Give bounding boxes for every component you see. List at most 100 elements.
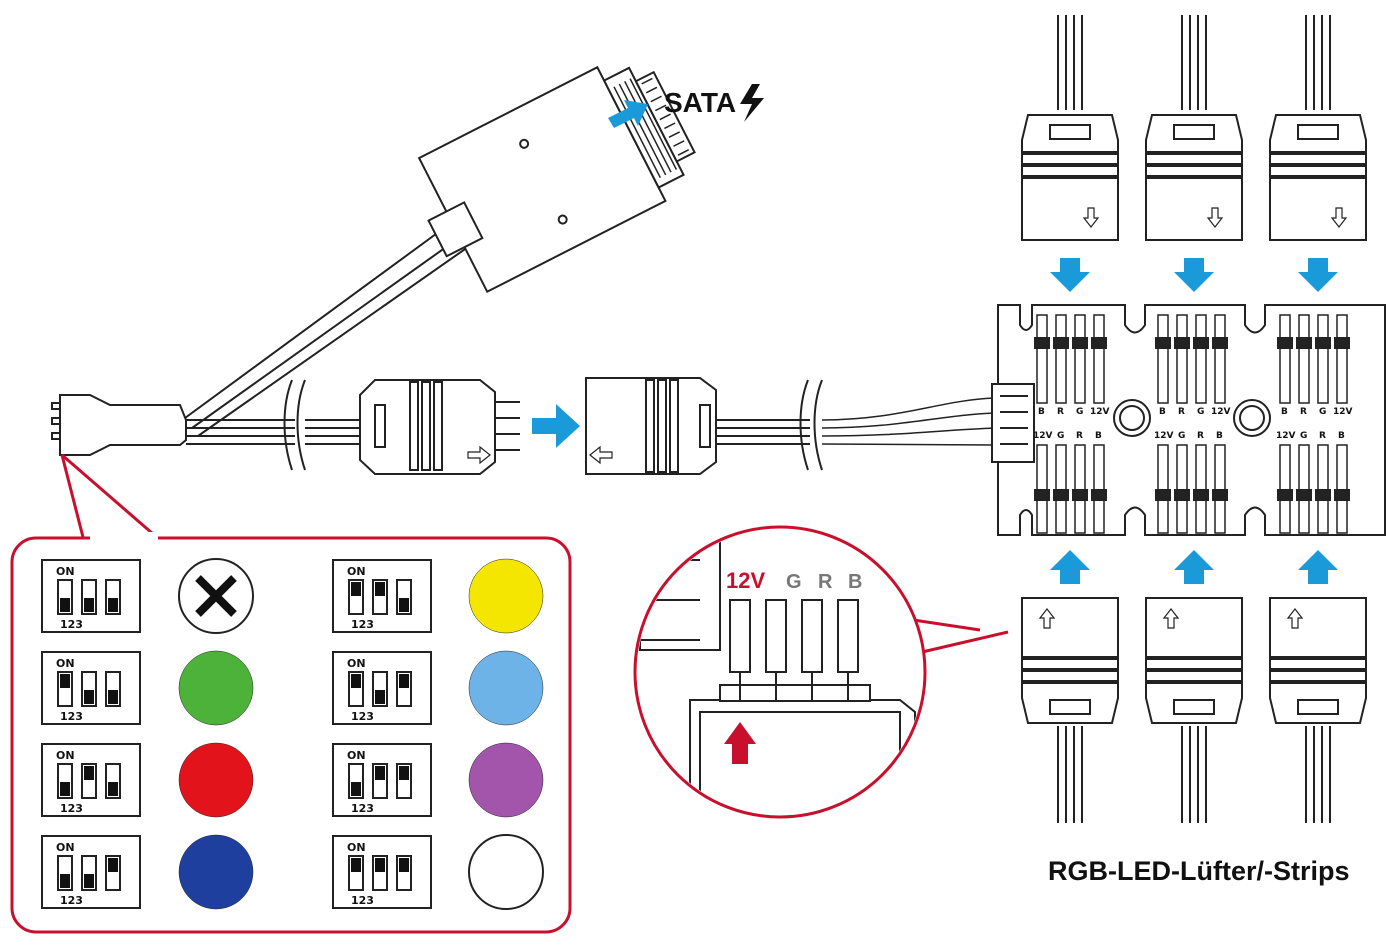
rgb-fans-label: RGB-LED-Lüfter/-Strips xyxy=(1048,856,1349,886)
zoom-pin-r: R xyxy=(818,571,833,593)
sata-connector xyxy=(184,65,696,437)
pin-label: G xyxy=(1197,407,1204,417)
dip-switch: ON 123 xyxy=(41,559,141,633)
dip-number-label: 123 xyxy=(60,618,83,631)
dip-number-label: 123 xyxy=(60,710,83,723)
pin-label: 12V xyxy=(1154,431,1174,441)
dip-on-label: ON xyxy=(56,841,75,854)
up-arrow-icon xyxy=(1298,550,1338,584)
fan-connector xyxy=(1145,15,1243,241)
dip-number-label: 123 xyxy=(351,710,374,723)
fan-connector xyxy=(1269,597,1367,823)
dip-number-label: 123 xyxy=(351,618,374,631)
female-connector xyxy=(585,377,996,475)
dip-switch-row: ON 123 xyxy=(41,558,254,634)
dip-on-label: ON xyxy=(347,565,366,578)
dip-switch-row: ON 123 xyxy=(41,834,254,910)
dip-number-label: 123 xyxy=(351,802,374,815)
dip-switch: ON 123 xyxy=(332,743,432,817)
down-arrow-icon xyxy=(1174,258,1214,292)
pin-label: G xyxy=(1300,431,1307,441)
dip-on-label: ON xyxy=(56,565,75,578)
pin-label: R xyxy=(1300,407,1307,417)
dip-number-label: 123 xyxy=(351,894,374,907)
dip-number-label: 123 xyxy=(60,894,83,907)
pin-header: 12V G R B xyxy=(1276,431,1350,534)
yellow-swatch xyxy=(468,558,544,634)
white-swatch xyxy=(468,834,544,910)
hub-pin-headers: B R G 12V 12V G R B B R G 12V 12V G R B B R G 12V 12V G R B xyxy=(1033,314,1353,534)
dip-switch: ON 123 xyxy=(332,559,432,633)
zoom-pin-g: G xyxy=(786,571,802,593)
fan-connector xyxy=(1145,597,1243,823)
dip-number-label: 123 xyxy=(60,802,83,815)
zoom-pin-b: B xyxy=(848,571,862,593)
sata-label: SATA xyxy=(664,87,736,118)
dip-switch-row: ON 123 xyxy=(41,650,254,726)
dip-switch-row: ON 123 xyxy=(332,834,544,910)
zoom-pin-12v: 12V xyxy=(726,568,765,593)
fan-connector xyxy=(1269,15,1367,241)
fan-connectors-bottom xyxy=(1021,550,1367,823)
pin-label: B xyxy=(1159,407,1166,417)
pin-label: R xyxy=(1319,431,1326,441)
pin-label: B xyxy=(1281,407,1288,417)
pin-header: B R G 12V xyxy=(1277,314,1353,417)
dip-switch-row: ON 123 xyxy=(332,558,544,634)
pin-label: 12V xyxy=(1090,407,1110,417)
pin-label: G xyxy=(1076,407,1083,417)
pin-label: 12V xyxy=(1333,407,1353,417)
sata-arrow-icon xyxy=(608,100,648,128)
pin-header: B R G 12V xyxy=(1155,314,1231,417)
down-arrow-icon xyxy=(1298,258,1338,292)
dip-switch: ON 123 xyxy=(41,651,141,725)
fan-connector xyxy=(1021,15,1119,241)
pin-label: B xyxy=(1095,431,1102,441)
pin-header: B R G 12V xyxy=(1034,314,1110,417)
controller-plug xyxy=(51,379,360,471)
dip-switch-row: ON 123 xyxy=(332,742,544,818)
fan-connectors-top xyxy=(1021,15,1367,292)
zoom-callout xyxy=(633,525,1009,819)
dip-switch-row: ON 123 xyxy=(332,650,544,726)
pin-label: R xyxy=(1076,431,1083,441)
pin-label: G xyxy=(1319,407,1326,417)
dip-switch-row: ON 123 xyxy=(41,742,254,818)
pin-label: 12V xyxy=(1276,431,1296,441)
fan-connector xyxy=(1021,597,1119,823)
lightning-icon xyxy=(740,84,764,122)
pin-header: 12V G R B xyxy=(1154,431,1228,534)
pin-label: R xyxy=(1197,431,1204,441)
pin-label: G xyxy=(1057,431,1064,441)
dip-on-label: ON xyxy=(347,749,366,762)
dip-switch: ON 123 xyxy=(332,835,432,909)
dip-on-label: ON xyxy=(56,749,75,762)
up-arrow-icon xyxy=(1050,550,1090,584)
pin-label: R xyxy=(1057,407,1064,417)
pin-label: B xyxy=(1338,431,1345,441)
dip-on-label: ON xyxy=(347,657,366,670)
male-connector xyxy=(359,379,520,475)
dip-on-label: ON xyxy=(56,657,75,670)
pin-label: G xyxy=(1178,431,1185,441)
blue-swatch xyxy=(178,834,254,910)
green-swatch xyxy=(178,650,254,726)
pin-label: 12V xyxy=(1033,431,1053,441)
dip-switch: ON 123 xyxy=(41,743,141,817)
dip-on-label: ON xyxy=(347,841,366,854)
pin-header: 12V G R B xyxy=(1033,431,1107,534)
red-swatch xyxy=(178,742,254,818)
pin-label: B xyxy=(1038,407,1045,417)
pin-label: B xyxy=(1216,431,1223,441)
down-arrow-icon xyxy=(1050,258,1090,292)
pin-label: 12V xyxy=(1211,407,1231,417)
dip-switch: ON 123 xyxy=(41,835,141,909)
up-arrow-icon xyxy=(1174,550,1214,584)
light-blue-swatch xyxy=(468,650,544,726)
pin-label: R xyxy=(1178,407,1185,417)
dip-switch: ON 123 xyxy=(332,651,432,725)
connect-arrow-icon xyxy=(532,404,580,448)
color-table-callout xyxy=(10,453,572,934)
